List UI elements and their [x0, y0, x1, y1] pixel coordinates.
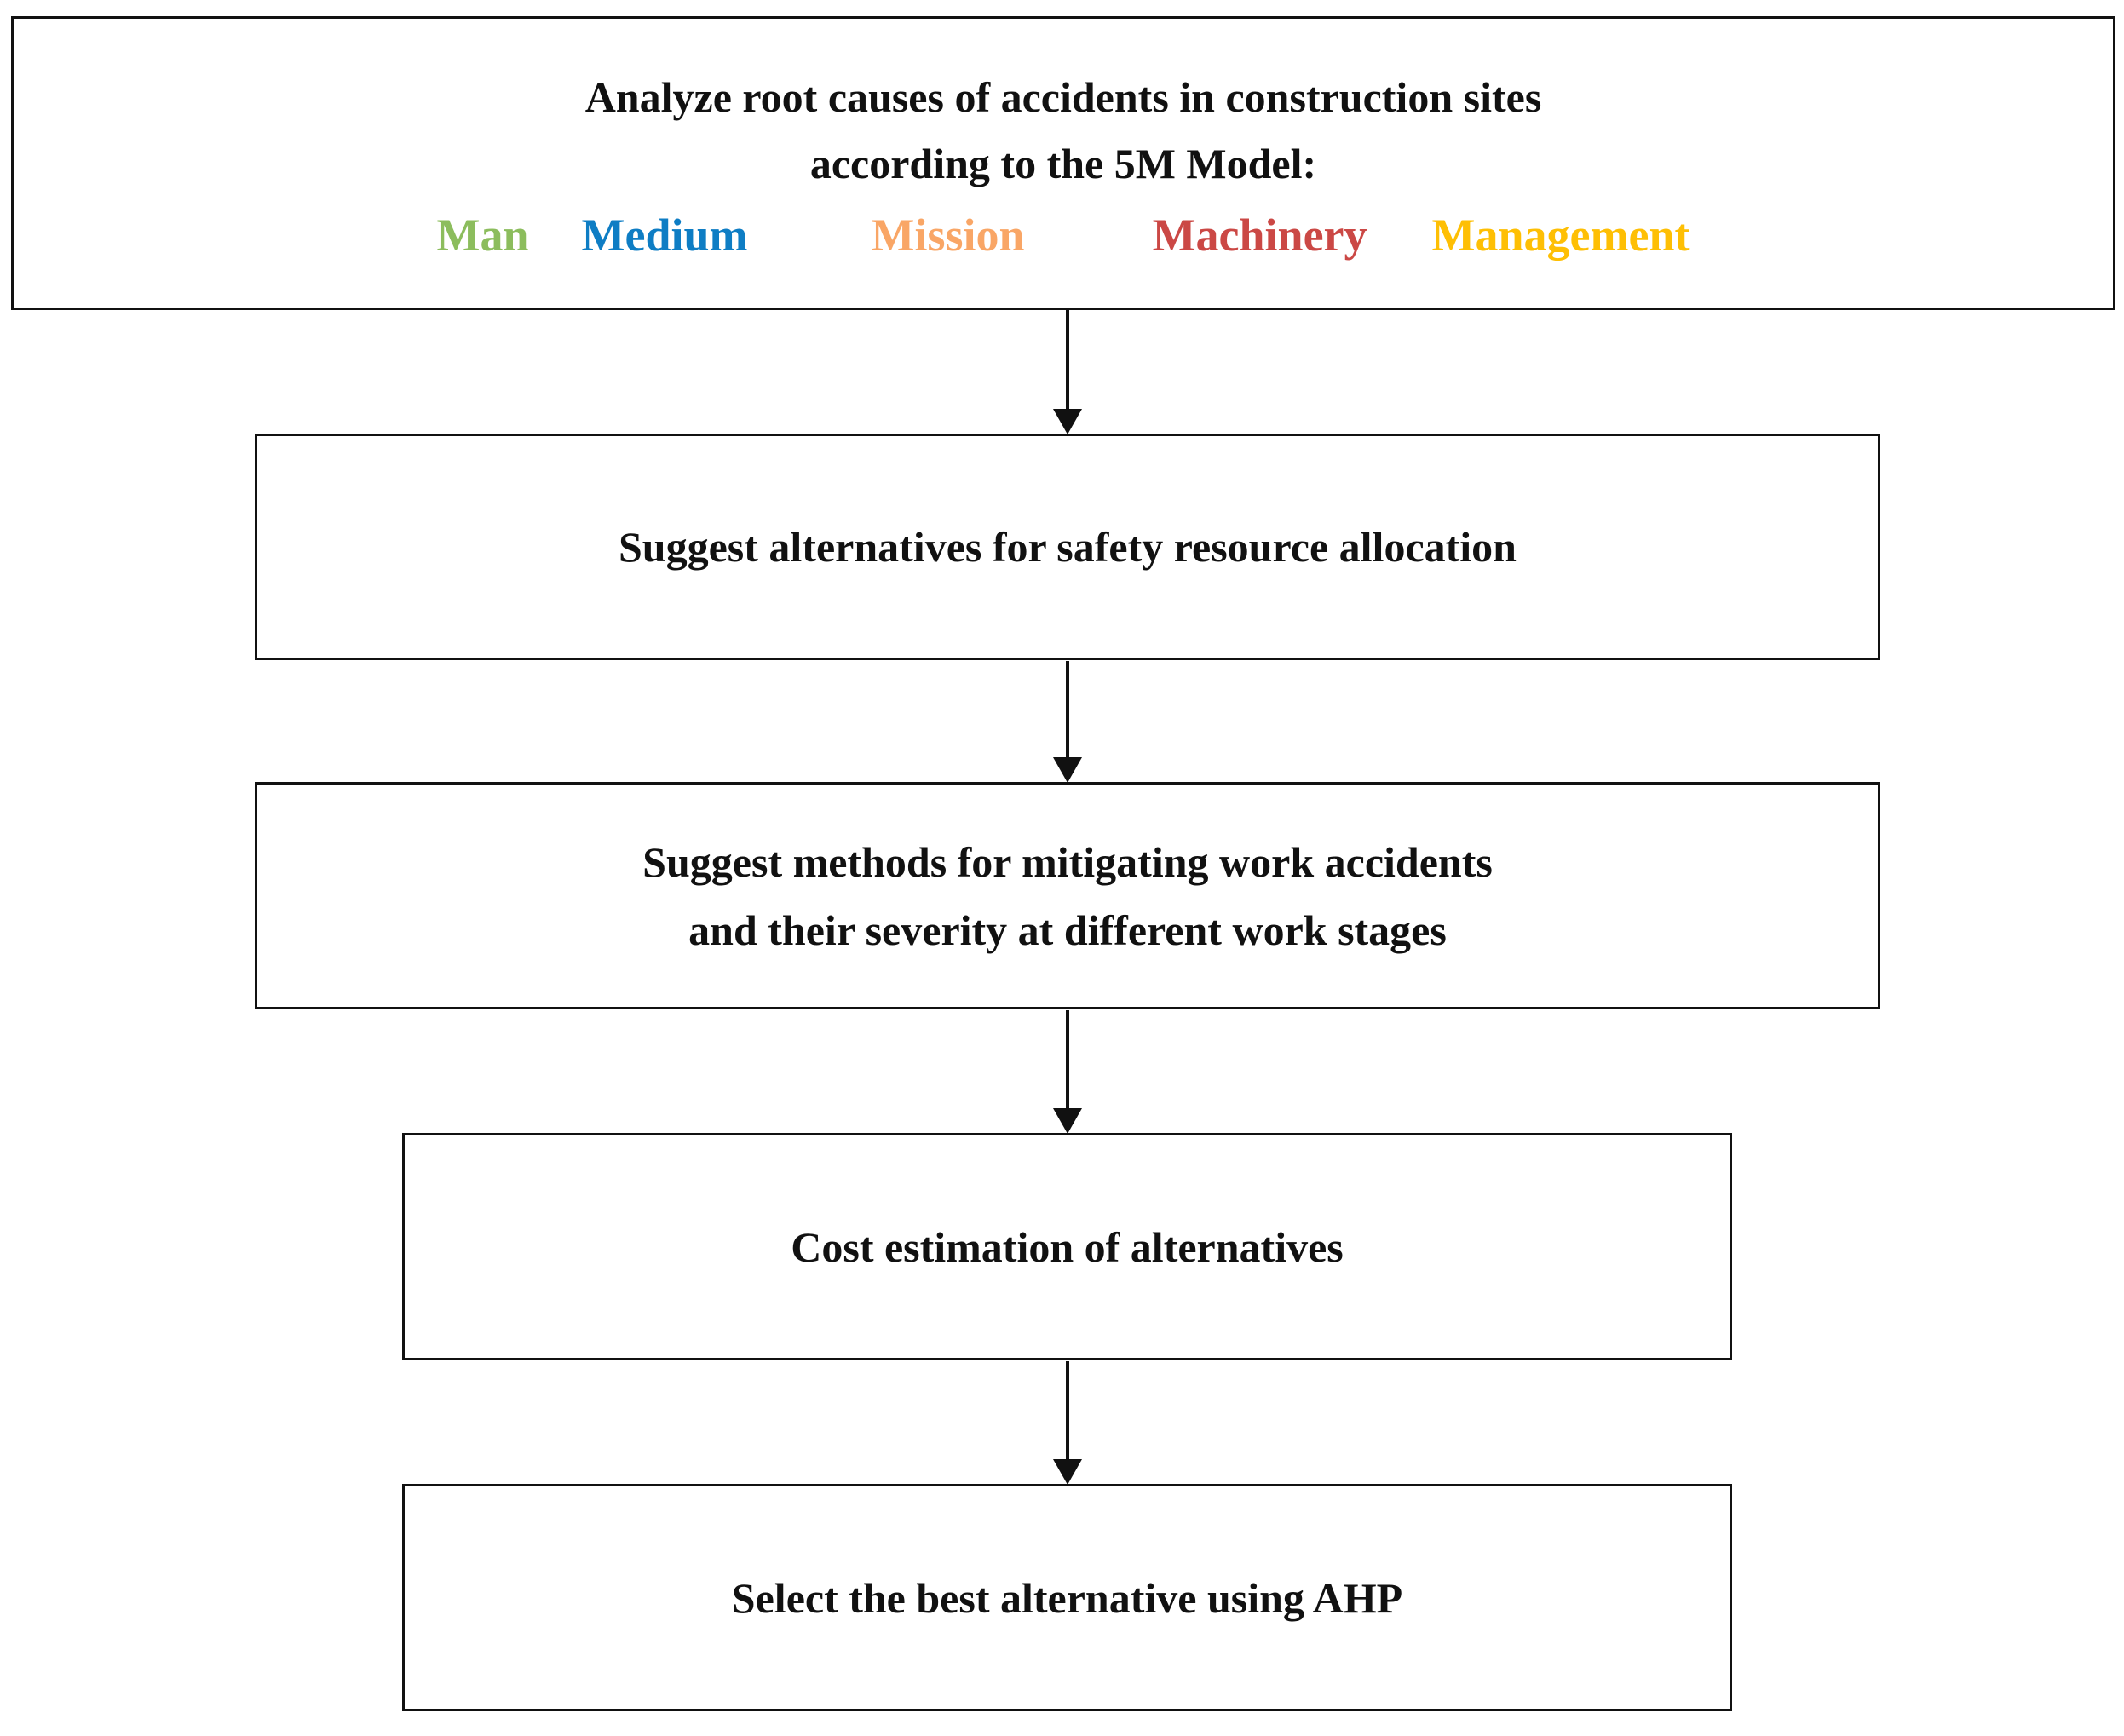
down-arrow-icon-2 [1053, 661, 1082, 783]
arrow-line [1066, 1010, 1069, 1110]
keyword-medium: Medium [581, 210, 748, 261]
analyze-title-line-2: according to the 5M Model: [809, 139, 1317, 187]
keyword-man: Man [436, 210, 529, 261]
arrow-head [1053, 1108, 1082, 1134]
down-arrow-icon-3 [1053, 1010, 1082, 1134]
suggest-methods-text-line-2: and their severity at different work sta… [688, 905, 1447, 954]
suggest-methods-text-line-1: Suggest methods for mitigating work acci… [642, 837, 1493, 886]
analyze-root-causes-box: Analyze root causes of accidents in cons… [11, 16, 2115, 310]
select-best-alternative-text: Select the best alternative using AHP [731, 1573, 1403, 1622]
keyword-machinery: Machinery [1152, 210, 1367, 261]
analyze-title-line-1: Analyze root causes of accidents in cons… [584, 73, 1542, 121]
arrow-line [1066, 310, 1069, 411]
down-arrow-icon-4 [1053, 1361, 1082, 1485]
suggest-alternatives-text: Suggest alternatives for safety resource… [619, 523, 1517, 571]
down-arrow-icon-1 [1053, 310, 1082, 434]
cost-estimation-text: Cost estimation of alternatives [791, 1222, 1344, 1271]
keyword-mission: Mission [871, 210, 1025, 261]
arrow-line [1066, 1361, 1069, 1461]
keyword-management: Management [1431, 210, 1690, 261]
arrow-line [1066, 661, 1069, 759]
suggest-methods-box: Suggest methods for mitigating work acci… [255, 782, 1880, 1009]
arrow-head [1053, 409, 1082, 434]
arrow-head [1053, 757, 1082, 783]
select-best-alternative-box: Select the best alternative using AHP [402, 1484, 1732, 1711]
suggest-alternatives-box: Suggest alternatives for safety resource… [255, 434, 1880, 660]
arrow-head [1053, 1459, 1082, 1485]
cost-estimation-box: Cost estimation of alternatives [402, 1133, 1732, 1360]
five-m-keywords-row: Man Medium Mission Machinery Management [437, 209, 1690, 262]
